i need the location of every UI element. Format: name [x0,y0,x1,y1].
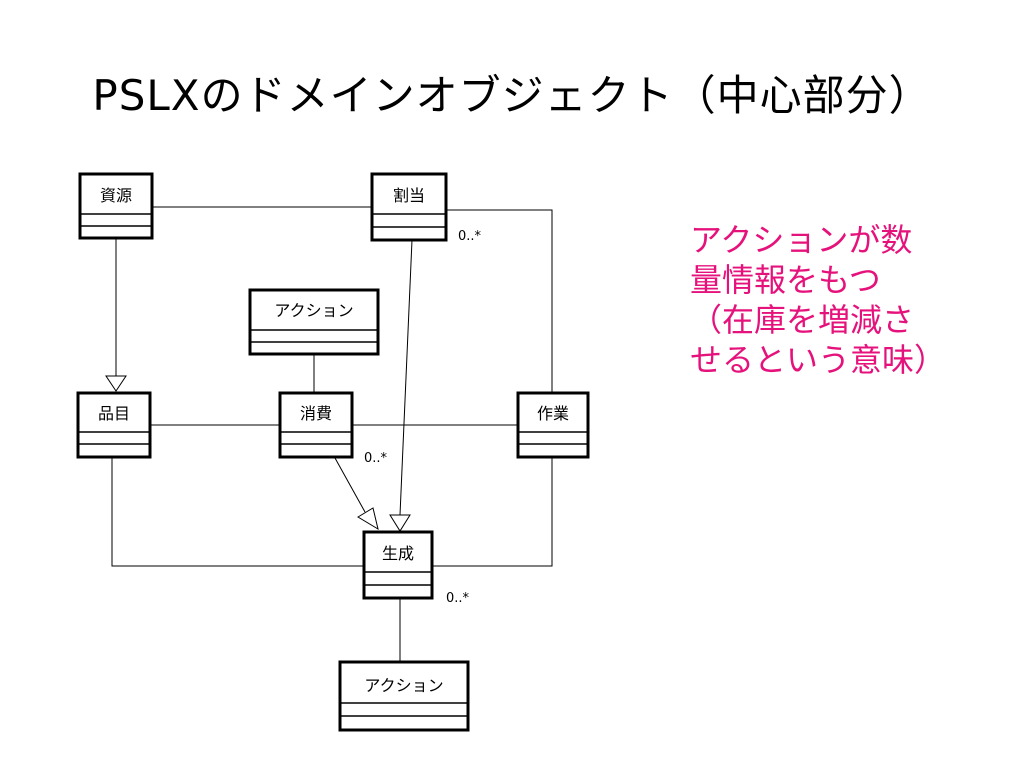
class-shohi: 消費 [278,391,354,459]
class-name-shohi: 消費 [300,404,332,423]
gen-arrowhead-seisei-a [389,514,411,532]
class-name-wariate: 割当 [393,186,425,205]
multiplicity-seisei: 0..* [446,591,470,606]
class-name-hinmoku: 品目 [98,404,130,423]
multiplicity-shohi: 0..* [364,451,388,466]
gen-shohi-seisei [334,457,366,513]
class-wariate: 割当 [370,172,448,242]
class-seisei: 生成 [362,530,434,600]
class-action-bottom: アクション [338,660,470,732]
class-action-top: アクション [248,288,380,356]
class-sagyo: 作業 [516,391,590,459]
class-name-sagyo: 作業 [537,404,569,423]
gen-arrowhead-seisei-b [357,507,379,531]
class-name-shigen: 資源 [100,186,132,205]
note-line-4: せるという意味） [690,341,947,379]
note-line-2: 量情報をもつ [690,261,881,299]
note-line-3: （在庫を増減さ [690,301,915,339]
assoc-sagyo-seisei [432,457,553,567]
gen-arrowhead-hinmoku [105,375,127,392]
class-name-seisei: 生成 [382,544,414,563]
gen-wariate-seisei [399,239,413,516]
assoc-hinmoku-seisei [111,457,364,567]
class-name-action-bottom: アクション [364,676,443,695]
slide-title: PSLXのドメインオブジェクト（中心部分） [92,71,932,120]
class-shigen: 資源 [78,172,154,240]
multiplicity-wariate: 0..* [458,229,482,244]
pink-annotation-note: アクションが数 量情報をもつ （在庫を増減さ せるという意味） [690,220,990,380]
note-line-1: アクションが数 [690,221,913,259]
class-name-action-top: アクション [274,301,353,320]
class-hinmoku: 品目 [76,391,152,459]
assoc-wariate-sagyo [446,209,553,393]
